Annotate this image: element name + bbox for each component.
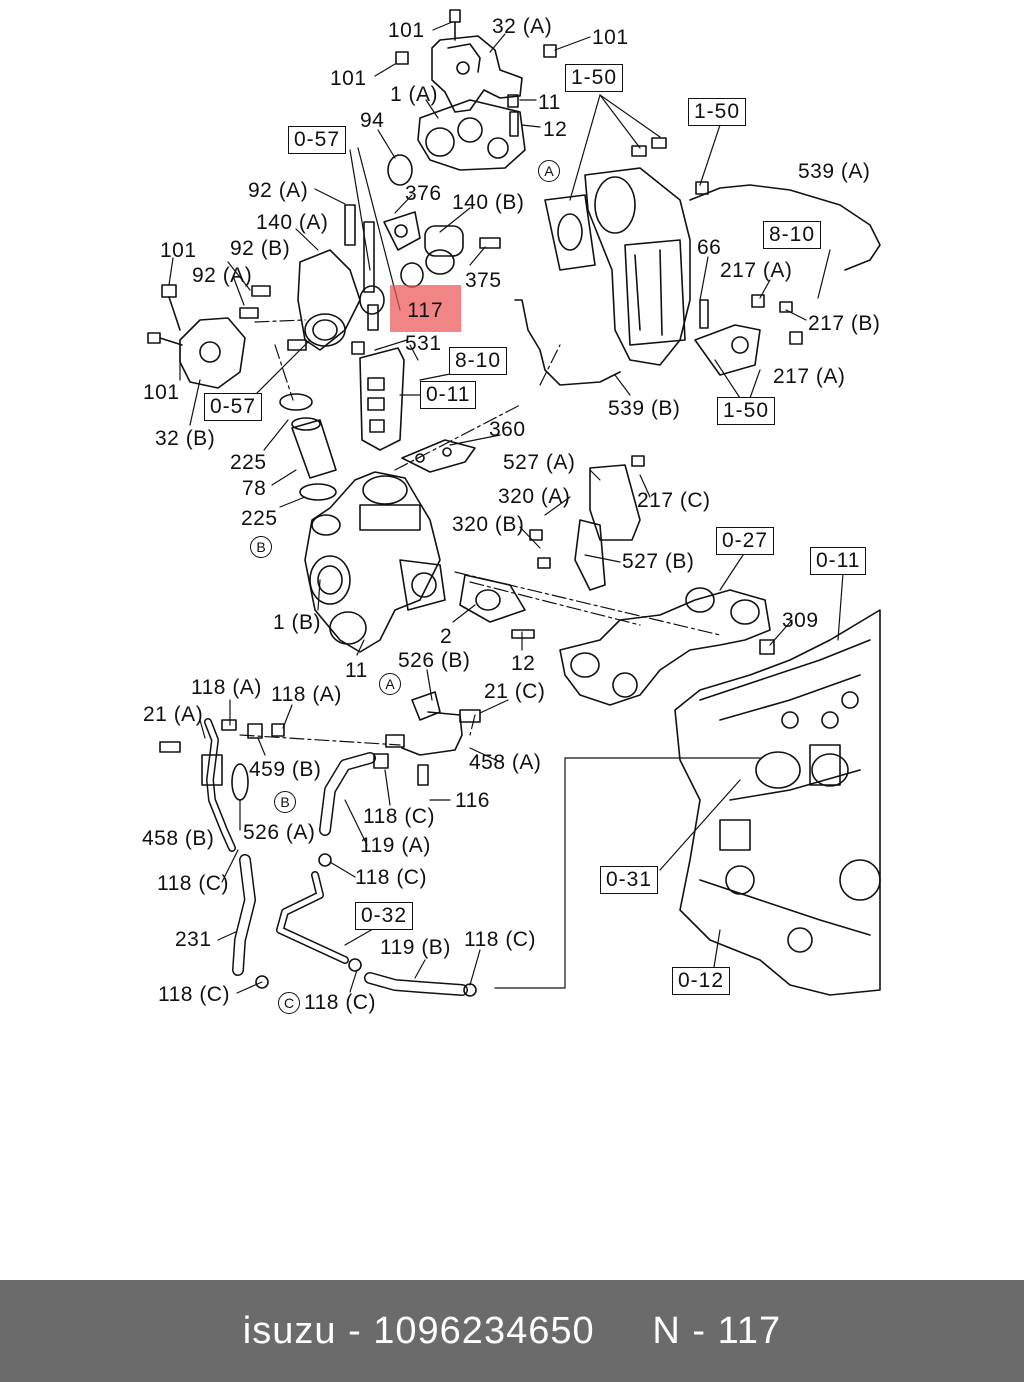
callout-label: 11: [345, 659, 368, 682]
callout-label: 118 (C): [355, 866, 427, 889]
ref-box[interactable]: 0-12: [672, 967, 731, 996]
intake-hose: [279, 393, 337, 501]
callout-label: 225: [241, 507, 278, 530]
callout-label: 32 (B): [155, 427, 216, 450]
gaskets: [383, 211, 501, 288]
callout-label: 21 (C): [484, 680, 546, 703]
callout-label: 78: [242, 477, 267, 500]
callout-label: 21 (A): [143, 703, 204, 726]
callout-label: 101: [143, 381, 180, 404]
ref-box[interactable]: 1-50: [717, 397, 776, 426]
footer-bar: isuzu - 1096234650 N - 117: [0, 1280, 1024, 1382]
callout-label: 66: [697, 236, 722, 259]
callout-label: 12: [543, 118, 568, 141]
callout-label: 375: [465, 269, 502, 292]
bracket-527: [529, 455, 645, 591]
ref-box[interactable]: 0-32: [355, 902, 414, 931]
circle-marker: A: [538, 160, 560, 182]
callout-label: 1 (B): [273, 611, 322, 634]
compressor-outlet: [239, 204, 385, 355]
callout-label: 118 (A): [191, 676, 262, 699]
ref-box[interactable]: 1-50: [565, 64, 624, 93]
parts-diagram: 117 101 32 (A) 101 101 1 (A) 11 94 12 92…: [142, 9, 881, 1014]
callout-label: 92 (A): [192, 264, 253, 287]
heat-shield-upper: [395, 9, 557, 113]
callout-label: 309: [782, 609, 819, 632]
callout-label: 118 (A): [271, 683, 342, 706]
bracket: [359, 347, 405, 451]
callout-label: 539 (B): [608, 397, 681, 420]
callout-label: 225: [230, 451, 267, 474]
callout-label: 32 (A): [492, 15, 553, 38]
callout-label: 101: [330, 67, 367, 90]
callout-label: 320 (B): [452, 513, 525, 536]
part-number-caption: isuzu - 1096234650 N - 117: [242, 1310, 782, 1352]
ref-box[interactable]: 8-10: [763, 221, 822, 250]
callout-label: 526 (A): [243, 821, 316, 844]
callout-label: 101: [160, 239, 197, 262]
callout-label: 11: [538, 91, 561, 114]
callout-label: 118 (C): [464, 928, 536, 951]
ref-box[interactable]: 0-27: [716, 527, 775, 556]
heat-shield-lower: [147, 284, 246, 389]
callout-label: 119 (A): [360, 834, 431, 857]
circle-marker: B: [250, 536, 272, 558]
callout-label: 539 (A): [798, 160, 871, 183]
callout-label: 459 (B): [249, 758, 322, 781]
callout-label: 119 (B): [380, 936, 451, 959]
callout-label: 101: [388, 19, 425, 42]
callout-label: 217 (C): [637, 489, 711, 512]
callout-label: 101: [592, 26, 629, 49]
circle-marker: C: [278, 992, 300, 1014]
highlighted-part-label: 117: [407, 299, 444, 322]
catalytic-converter: [514, 137, 881, 386]
ref-box[interactable]: 0-11: [810, 547, 867, 576]
callout-label: 217 (A): [720, 259, 793, 282]
callout-label: 376: [405, 182, 442, 205]
callout-label: 118 (C): [304, 991, 376, 1014]
exhaust-manifold: [559, 587, 775, 706]
callout-label: 217 (A): [773, 365, 846, 388]
ref-box[interactable]: 0-57: [204, 393, 263, 422]
callout-label: 116: [455, 789, 490, 812]
callout-label: 94: [360, 109, 385, 132]
callout-label: 140 (B): [452, 191, 525, 214]
callout-label: 1 (A): [390, 83, 439, 106]
turbocharger: [304, 471, 535, 653]
ref-box[interactable]: 1-50: [688, 98, 747, 127]
callout-label: 118 (C): [158, 983, 230, 1006]
oil-drain-hoses: [159, 718, 477, 997]
gasket-360: [401, 439, 476, 473]
callout-label: 458 (A): [469, 751, 542, 774]
callout-label: 92 (A): [248, 179, 309, 202]
ref-box[interactable]: 8-10: [449, 347, 508, 376]
callout-label: 231: [175, 928, 212, 951]
callout-label: 217 (B): [808, 312, 881, 335]
callout-label: 526 (B): [398, 649, 471, 672]
exhaust-flange-upper: [387, 94, 526, 186]
circle-marker: A: [379, 673, 401, 695]
callout-label: 360: [489, 418, 526, 441]
callout-label: 531: [405, 332, 442, 355]
callout-label: 12: [511, 652, 536, 675]
circle-marker: B: [274, 791, 296, 813]
callout-label: 2: [440, 625, 453, 648]
engine-block: [674, 609, 881, 996]
callout-label: 320 (A): [498, 485, 571, 508]
callout-label: 527 (A): [503, 451, 576, 474]
callout-label: 140 (A): [256, 211, 329, 234]
highlighted-part[interactable]: 117: [390, 285, 461, 332]
callout-label: 92 (B): [230, 237, 291, 260]
ref-box[interactable]: 0-57: [288, 126, 347, 155]
callout-label: 118 (C): [363, 805, 435, 828]
ref-box[interactable]: 0-31: [600, 866, 659, 895]
callout-label: 458 (B): [142, 827, 215, 850]
callout-label: 527 (B): [622, 550, 695, 573]
diagram-drawing: [147, 9, 881, 997]
oil-feed-pipe: [385, 691, 481, 786]
callout-label: 118 (C): [157, 872, 229, 895]
ref-box[interactable]: 0-11: [420, 381, 477, 410]
